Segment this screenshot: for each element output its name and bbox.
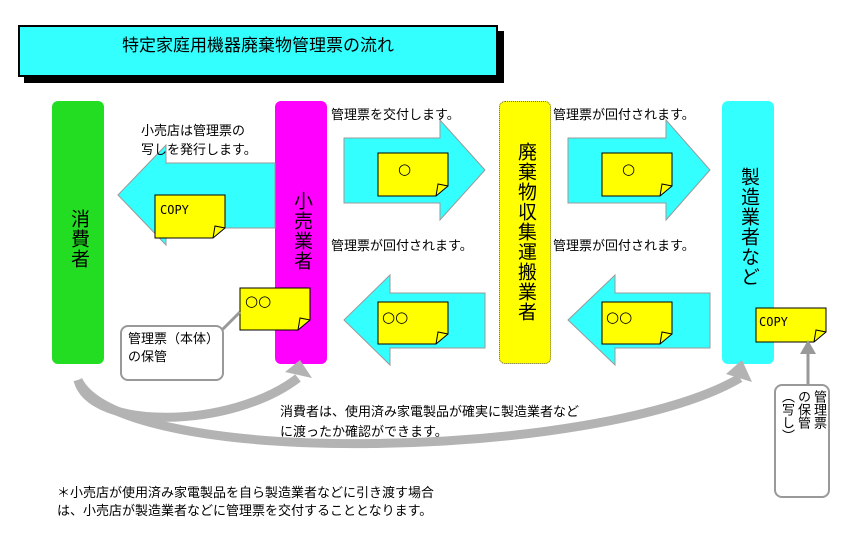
slip-two-circles-bottom-2-text: ○○ [606, 308, 633, 326]
retailer-label: 小売業者 [291, 191, 313, 271]
slip-two-circles-retailer [239, 287, 311, 331]
slip-two-circles-retailer-text: ○○ [245, 292, 272, 310]
callout-retailer-keep: 管理票（本体） の保管 [120, 325, 224, 381]
callout-manufacturer-keep-text: 管理票 の保管 （写し） [779, 390, 826, 442]
page-title: 特定家庭用機器廃棄物管理票の流れ [122, 36, 394, 56]
slip-two-circles-bottom-1-text: ○○ [382, 308, 409, 326]
label-consumer-confirm: 消費者は、使用済み家電製品が確実に製造業者など に渡ったか確認ができます。 [280, 405, 580, 440]
slip-copy-left [154, 194, 226, 239]
collector-label: 廃棄物収集運搬業者 [515, 142, 537, 322]
slip-copy-left-text: COPY [160, 203, 189, 217]
slip-circle-top-2 [601, 152, 673, 197]
title-box: 特定家庭用機器廃棄物管理票の流れ [18, 25, 498, 77]
label-retailer-issue: 小売店は管理票の 写しを発行します。 [141, 124, 257, 158]
label-returned-mid-right: 管理票が回付されます。 [553, 239, 695, 254]
consumer-label: 消費者 [68, 209, 90, 269]
slip-copy-manufacturer [755, 307, 827, 343]
slip-copy-manufacturer-text: COPY [759, 315, 788, 329]
consumer-column: 消費者 [52, 101, 104, 364]
slip-two-circles-bottom-2 [601, 301, 673, 345]
slip-two-circles-bottom-1 [377, 301, 449, 345]
label-returned-top: 管理票が回付されます。 [553, 108, 695, 123]
manufacturer-label: 製造業者など [738, 167, 760, 287]
slip-circle-top-2-text: ○ [622, 160, 636, 178]
label-issue-slip: 管理票を交付します。 [331, 108, 460, 123]
footnote: ＊小売店が使用済み家電製品を自ら製造業者などに引き渡す場合 は、小売店が製造業者… [57, 486, 435, 519]
label-returned-mid-left: 管理票が回付されます。 [331, 239, 473, 254]
slip-circle-top-1 [377, 152, 449, 197]
callout-manufacturer-keep: 管理票 の保管 （写し） [774, 384, 830, 498]
collector-column: 廃棄物収集運搬業者 [499, 101, 551, 364]
slip-circle-top-1-text: ○ [398, 160, 412, 178]
